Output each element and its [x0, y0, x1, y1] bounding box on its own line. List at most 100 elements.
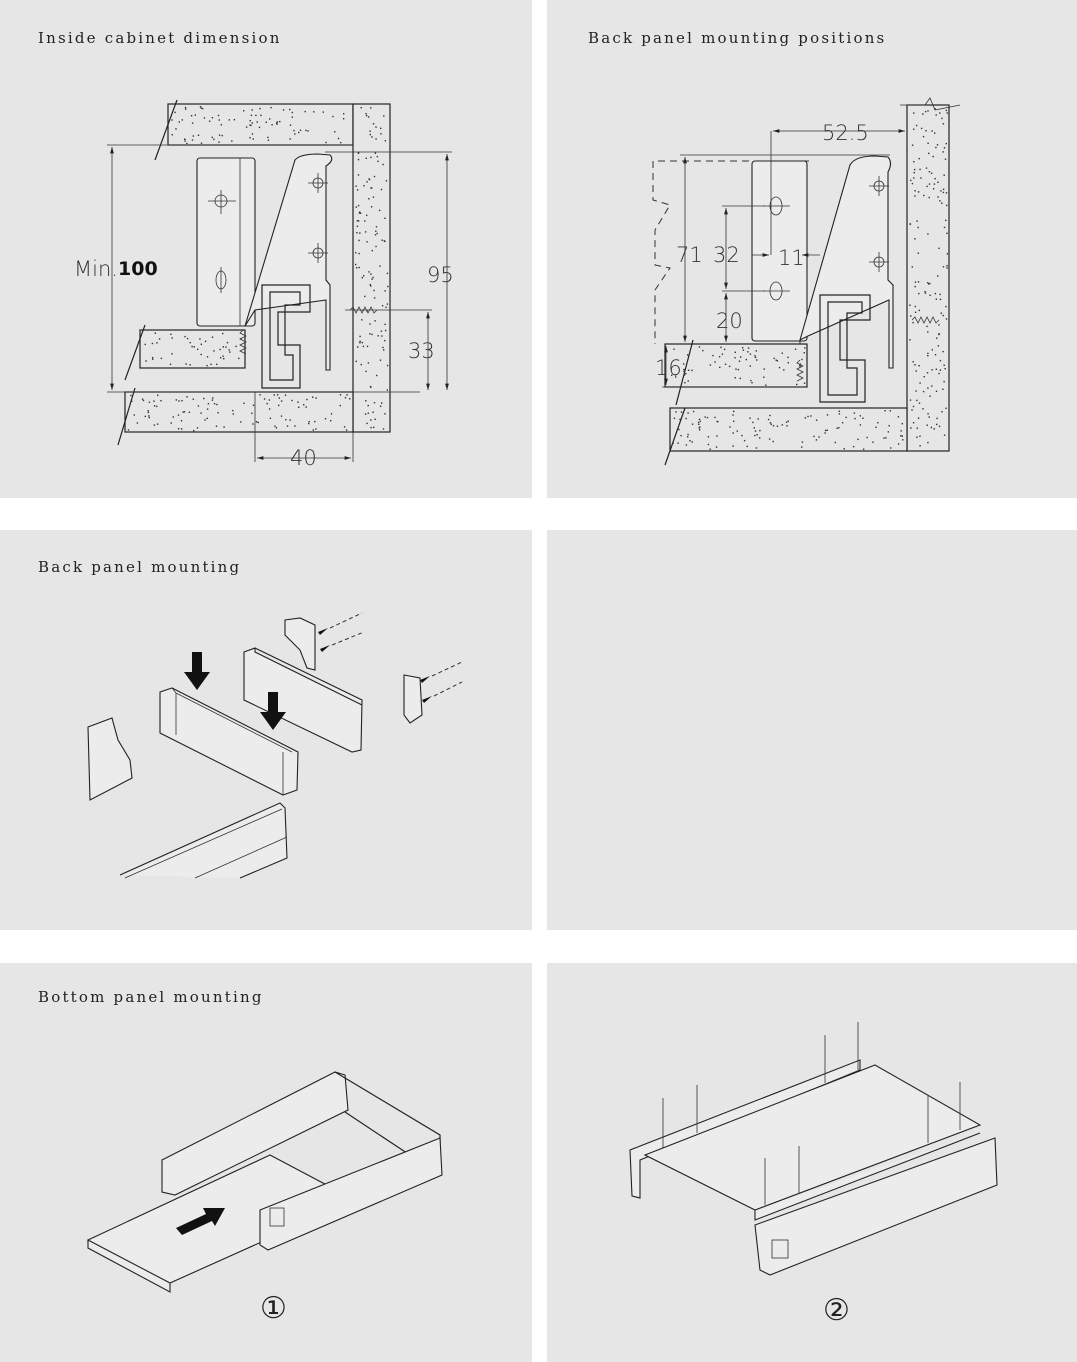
speckle	[918, 365, 920, 367]
speckle	[942, 191, 945, 194]
speckle	[918, 402, 921, 404]
speckle	[374, 234, 377, 236]
speckle	[897, 443, 900, 445]
drawer-side-front	[754, 1137, 998, 1276]
speckle	[184, 140, 186, 142]
speckle	[911, 409, 913, 411]
speckle	[144, 343, 146, 346]
speckle	[756, 434, 758, 436]
speckle	[942, 188, 945, 190]
arrow-push-icon	[176, 1208, 225, 1235]
speckle	[942, 123, 945, 125]
speckle	[749, 417, 751, 419]
speckle	[926, 424, 928, 426]
speckle	[366, 310, 368, 312]
speckle	[291, 116, 293, 118]
speckle	[332, 115, 334, 118]
speckle	[932, 155, 934, 158]
speckle	[929, 294, 931, 296]
speckle	[927, 352, 929, 355]
speckle	[922, 135, 925, 138]
speckle	[375, 226, 378, 228]
speckle	[365, 113, 367, 115]
speckle	[175, 399, 177, 401]
speckle	[741, 347, 744, 349]
speckle	[801, 358, 803, 361]
speckle	[937, 181, 939, 183]
speckle	[914, 168, 916, 171]
speckle	[153, 400, 155, 402]
bottom-panel	[643, 1064, 982, 1221]
speckle	[930, 426, 933, 429]
speckle	[184, 106, 187, 109]
speckle	[946, 265, 948, 267]
speckle	[915, 370, 917, 372]
speckle	[147, 410, 149, 412]
speckle	[914, 305, 916, 308]
speckle	[381, 305, 384, 307]
arrow-down-icon	[184, 652, 210, 690]
speckle	[692, 410, 695, 413]
speckle	[826, 414, 829, 416]
speckle	[197, 405, 200, 407]
speckle	[386, 389, 389, 391]
speckle	[219, 348, 221, 351]
speckle	[367, 362, 370, 364]
speckle	[192, 398, 194, 400]
speckle	[683, 363, 685, 365]
runner-profile	[261, 284, 311, 389]
speckle	[884, 410, 886, 412]
speckle	[299, 129, 302, 131]
speckle	[698, 423, 700, 425]
speckle	[188, 411, 191, 413]
step-number-2: ②	[823, 1293, 850, 1328]
speckle	[356, 225, 359, 227]
speckle	[199, 106, 202, 108]
speckle	[374, 320, 376, 322]
speckle	[687, 412, 689, 414]
speckle	[213, 403, 216, 405]
speckle	[374, 152, 377, 154]
speckle	[939, 200, 941, 202]
speckle	[325, 141, 327, 144]
speckle	[765, 384, 767, 386]
speckle	[330, 420, 332, 422]
speckle	[367, 404, 369, 407]
speckle	[732, 445, 734, 447]
adapter-bracket-top	[284, 617, 316, 671]
speckle	[382, 428, 385, 430]
speckle	[342, 118, 345, 120]
speckle	[935, 390, 938, 392]
speckle	[936, 417, 938, 420]
speckle	[235, 345, 237, 348]
speckle	[267, 139, 270, 141]
speckle	[854, 417, 856, 420]
speckle	[803, 352, 805, 354]
speckle	[255, 421, 258, 423]
speckle	[759, 429, 761, 432]
speckle	[365, 400, 367, 402]
speckle	[359, 232, 361, 234]
speckle	[946, 267, 948, 269]
speckle	[147, 411, 150, 414]
speckle	[255, 114, 257, 117]
speckle	[763, 376, 765, 378]
speckle	[918, 309, 920, 312]
speckle	[927, 387, 929, 389]
speckle	[196, 427, 199, 429]
speckle	[181, 119, 183, 121]
speckle	[384, 413, 386, 415]
speckle	[258, 126, 261, 129]
speckle	[683, 370, 685, 372]
speckle	[372, 276, 374, 279]
speckle	[266, 402, 268, 405]
speckle	[169, 363, 172, 365]
speckle	[912, 361, 914, 363]
speckle	[799, 364, 801, 367]
speckle	[687, 436, 689, 438]
speckle	[734, 357, 736, 359]
speckle	[359, 340, 361, 342]
speckle	[175, 128, 177, 130]
speckle	[369, 284, 371, 286]
speckle	[367, 412, 369, 414]
